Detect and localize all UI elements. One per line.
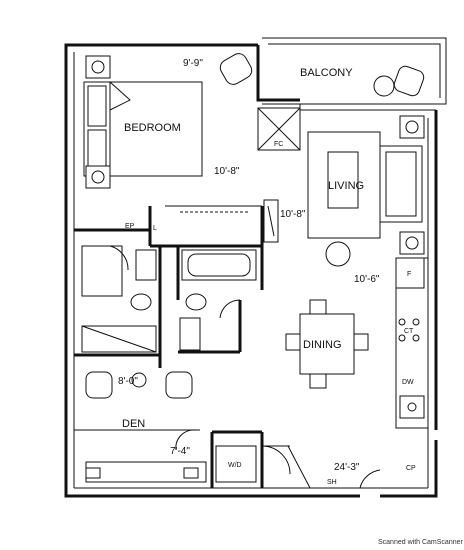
ep-label: EP xyxy=(125,223,135,230)
bedroom-width-dim: 9'-9" xyxy=(183,58,203,69)
living-furniture xyxy=(263,115,425,267)
balcony-label: BALCONY xyxy=(300,67,353,79)
dining-label: DINING xyxy=(303,339,342,351)
cooktop-label: CT xyxy=(404,328,414,335)
sh-label: SH xyxy=(327,479,337,486)
den-depth-dim: 7'-4" xyxy=(170,446,190,457)
bedroom-label: BEDROOM xyxy=(124,122,181,134)
den-width-dim: 8'-0" xyxy=(118,376,138,387)
bedroom-depth-dim: 10'-8" xyxy=(214,166,240,177)
den-furniture xyxy=(85,371,207,483)
linen-label: L xyxy=(153,225,157,232)
dishwasher-label: DW xyxy=(402,379,414,386)
fridge-label: F xyxy=(407,271,411,278)
balcony-area xyxy=(262,37,447,111)
bedroom-chair xyxy=(219,53,253,85)
unit-length-dim: 24'-3" xyxy=(334,462,360,473)
bedroom-nightstands xyxy=(85,55,111,189)
living-label: LIVING xyxy=(328,180,364,192)
living-width-dim: 10'-8" xyxy=(280,209,306,220)
washer-dryer xyxy=(215,445,257,483)
washer-dryer-label: W/D xyxy=(228,462,242,469)
dining-set xyxy=(285,299,369,389)
den-label: DEN xyxy=(122,418,145,430)
doors xyxy=(109,245,381,489)
coat-closet-label: CP xyxy=(406,465,416,472)
bathroom-fixtures xyxy=(81,245,257,353)
balcony-furniture xyxy=(373,65,425,97)
living-depth-dim: 10'-6" xyxy=(354,274,380,285)
fc-label: FC xyxy=(274,141,283,148)
kitchen-counter xyxy=(395,257,429,429)
fc-closet xyxy=(257,107,301,151)
scanner-watermark: Scanned with CamScanner xyxy=(378,539,463,546)
exterior-walls xyxy=(64,43,438,498)
interior-walls xyxy=(74,205,264,488)
bed xyxy=(83,81,203,177)
